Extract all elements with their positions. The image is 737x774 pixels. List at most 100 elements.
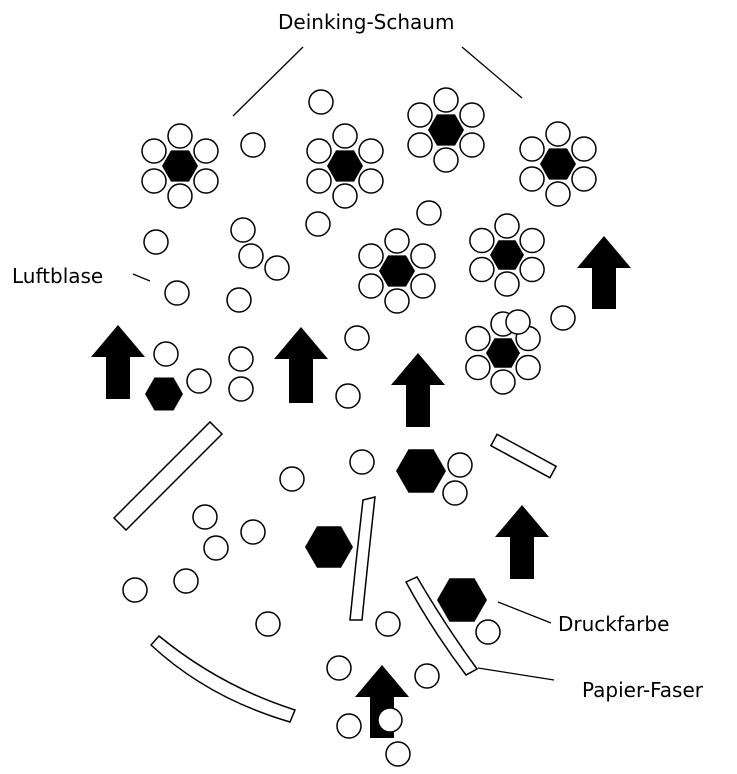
air-bubble: [459, 132, 485, 158]
air-bubble: [465, 354, 491, 381]
ink-particle: [490, 240, 524, 270]
ink-particle: [305, 526, 353, 568]
air-bubble: [571, 166, 597, 192]
air-bubble: [469, 227, 495, 254]
ink-particle: [327, 150, 363, 182]
flow-arrow: [91, 325, 145, 399]
air-bubble: [416, 200, 442, 226]
air-bubble: [571, 136, 597, 162]
air-bubble: [228, 376, 254, 402]
air-bubble: [306, 168, 332, 194]
air-bubble: [515, 354, 541, 381]
air-bubble: [308, 89, 334, 115]
air-bubble: [230, 217, 256, 243]
air-bubble: [173, 568, 199, 594]
air-bubble: [505, 309, 531, 335]
air-bubble: [384, 228, 410, 254]
air-bubble: [447, 452, 473, 478]
air-bubble: [385, 741, 411, 767]
air-bubble: [519, 227, 545, 254]
paper-fiber: [112, 420, 224, 532]
air-bubble: [193, 138, 219, 164]
air-bubble: [264, 255, 290, 281]
air-bubble: [306, 138, 332, 164]
leader-line: [497, 601, 552, 624]
air-bubble: [332, 183, 358, 209]
air-bubble: [490, 369, 516, 395]
ink-particle: [145, 377, 183, 411]
air-bubble: [410, 273, 436, 299]
air-bubble: [375, 611, 401, 637]
air-bubble: [279, 466, 305, 492]
air-bubble: [407, 132, 433, 158]
air-bubble: [305, 211, 331, 237]
air-bubble: [407, 102, 433, 128]
air-bubble: [519, 166, 545, 192]
paper-fiber: [489, 433, 558, 479]
flow-arrow: [495, 505, 549, 579]
fiber-label: Papier-Faser: [582, 678, 704, 702]
air-bubble: [475, 619, 501, 645]
air-bubble: [141, 138, 167, 164]
air-bubble: [255, 611, 281, 637]
air-bubble: [358, 243, 384, 269]
air-bubble: [545, 181, 571, 207]
air-bubble: [358, 168, 384, 194]
foam-label: Deinking-Schaum: [278, 10, 455, 34]
air-bubble: [238, 243, 264, 269]
air-bubble: [203, 535, 229, 561]
air-bubble: [545, 121, 571, 147]
flow-arrow: [274, 327, 328, 403]
air-bubble: [349, 449, 375, 475]
air-bubble: [240, 519, 266, 545]
air-bubble: [167, 123, 193, 149]
bubble-layer: [122, 87, 597, 767]
fiber-layer: [112, 420, 558, 723]
air-bubble: [192, 504, 218, 530]
air-bubble: [519, 256, 545, 283]
air-bubble: [193, 168, 219, 194]
air-bubble: [335, 383, 361, 409]
ink-layer: [145, 114, 576, 622]
ink-particle: [379, 255, 415, 287]
air-bubble: [186, 368, 212, 394]
air-bubble: [377, 707, 403, 733]
flow-arrow: [355, 665, 409, 738]
air-bubble: [442, 480, 468, 506]
air-bubble: [240, 132, 266, 158]
air-bubble: [469, 256, 495, 283]
air-bubble: [164, 280, 190, 306]
air-bubble: [143, 229, 169, 255]
air-bubble: [494, 213, 520, 239]
leader-line: [461, 46, 523, 99]
flow-arrow: [577, 236, 631, 309]
air-bubble: [153, 341, 179, 367]
leader-line: [232, 46, 304, 117]
air-bubble: [459, 102, 485, 128]
air-bubble: [358, 273, 384, 299]
ink-label: Druckfarbe: [558, 612, 670, 636]
leader-line: [132, 273, 151, 282]
air-bubble: [494, 271, 520, 297]
air-bubble: [167, 183, 193, 209]
paper-fiber: [149, 634, 297, 723]
paper-fiber: [349, 496, 376, 621]
flow-arrow: [391, 353, 445, 427]
paper-fiber: [404, 576, 479, 676]
ink-particle: [437, 578, 487, 622]
air-bubble: [336, 713, 362, 739]
air-bubble: [358, 138, 384, 164]
air-bubble: [550, 305, 576, 331]
ink-particle: [428, 114, 464, 146]
air-bubble: [332, 123, 358, 149]
air-bubble: [226, 287, 252, 313]
air-bubble: [410, 243, 436, 269]
air-bubble: [326, 655, 352, 681]
ink-particle: [162, 150, 198, 182]
leader-layer: [132, 46, 555, 681]
arrow-layer: [91, 236, 631, 738]
air-bubble: [519, 136, 545, 162]
air-bubble: [414, 663, 440, 689]
